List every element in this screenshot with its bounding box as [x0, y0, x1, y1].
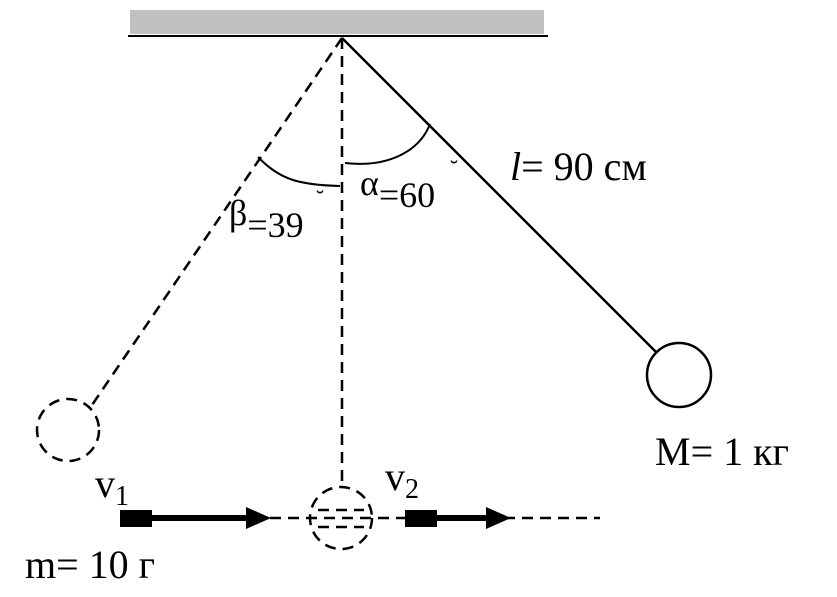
length-var: l: [510, 144, 521, 189]
alpha-label: α=60: [360, 163, 435, 215]
beta-degree: ˘: [316, 187, 324, 213]
v2-main: v: [385, 454, 405, 499]
big-mass-label: M= 1 кг: [655, 429, 789, 474]
pendulum-string: [341, 37, 657, 353]
alpha-value: =60: [379, 175, 435, 215]
beta-value: =39: [247, 205, 303, 245]
pendulum-ball-initial: [645, 341, 713, 409]
alpha-arc: [344, 123, 431, 165]
length-label: l= 90 см: [510, 144, 647, 189]
beta-arc: [257, 156, 341, 187]
bullet-before: [120, 510, 152, 527]
deflected-string: [90, 37, 344, 406]
beta-symbol: β: [229, 193, 247, 233]
small-mass-label: m= 10 г: [25, 542, 155, 587]
v1-label: v1: [95, 461, 129, 512]
beta-label: β=39: [229, 193, 304, 245]
v1-arrowhead: [246, 507, 271, 529]
v2-arrowhead: [486, 507, 511, 529]
v1-sub: 1: [115, 481, 129, 512]
v2-label: v2: [385, 454, 419, 505]
ceiling: [130, 10, 544, 34]
pendulum-ball-deflected: [35, 397, 101, 463]
length-value: = 90 см: [521, 144, 647, 189]
alpha-symbol: α: [360, 163, 379, 203]
v1-main: v: [95, 461, 115, 506]
bullet-after: [405, 510, 437, 527]
v2-sub: 2: [405, 474, 419, 505]
alpha-degree: ˘: [450, 157, 458, 183]
